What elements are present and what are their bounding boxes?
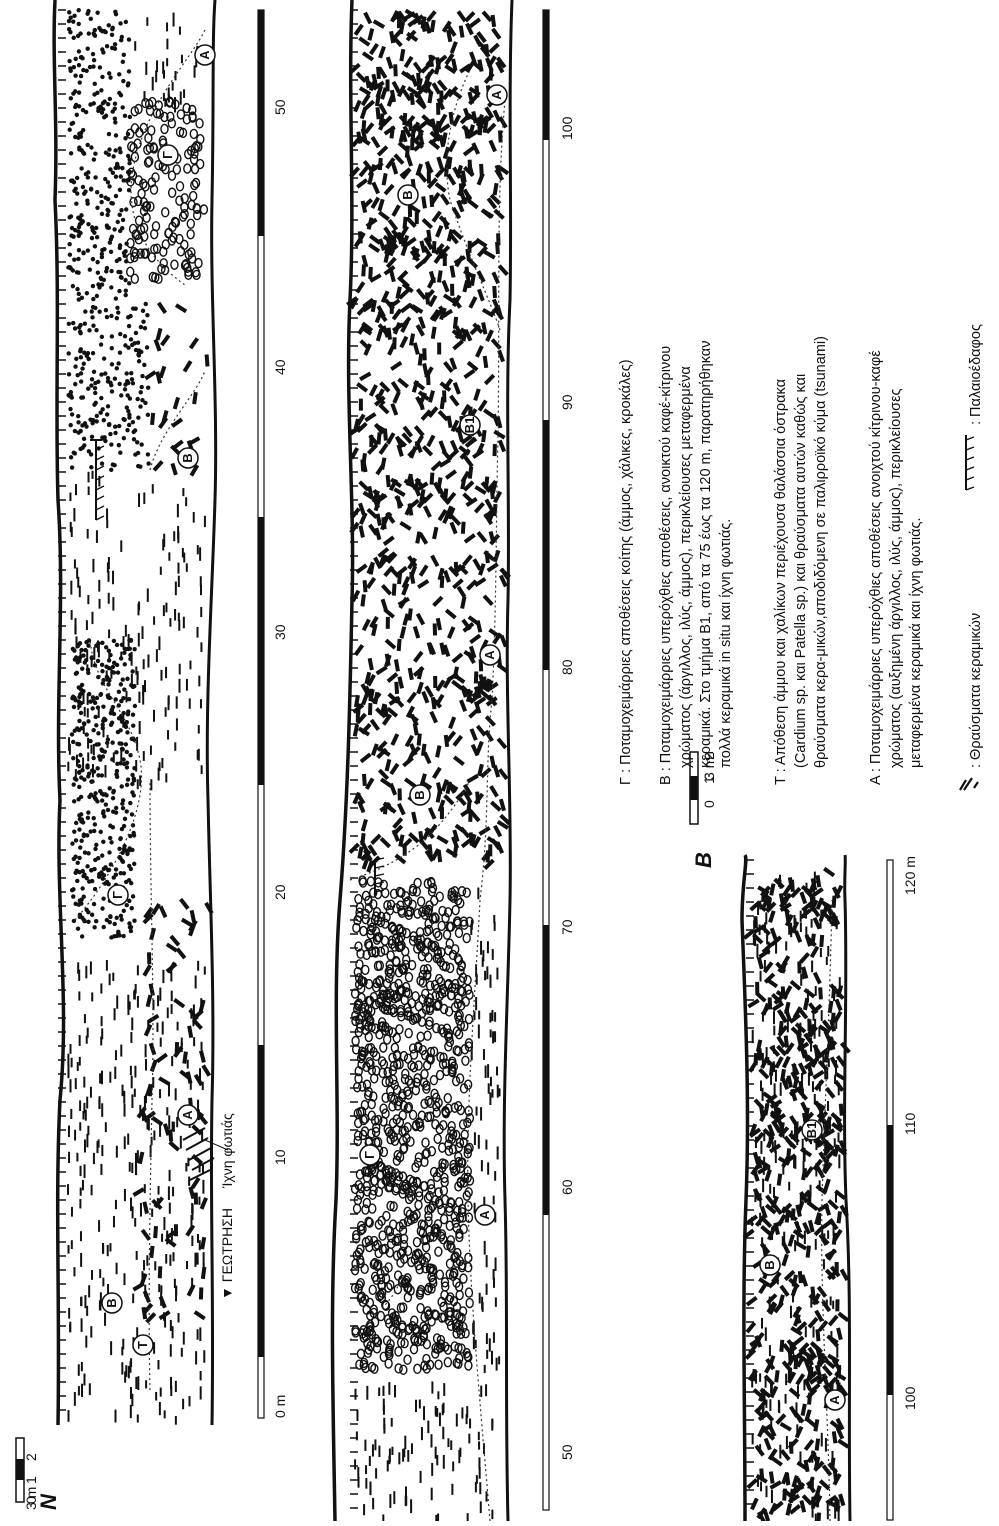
legend: Γ : Ποταμοχειμάρριες αποθέσεις κοίτης (ά…: [618, 324, 984, 790]
vertical-scale-b-tick-0: 0: [701, 800, 717, 808]
distance-scale-0-50-ticks: 0 m 10 20 30 40 50: [272, 99, 288, 1418]
svg-text:Β1: Β1: [804, 1122, 819, 1139]
distance-tick-0: 0 m: [272, 1395, 288, 1418]
distance-scale-100-120-ticks: 100 110 120 m: [902, 856, 918, 1410]
legend-beta-line-2: χρώματος (άργιλλος, ιλύς, άμμος), περικλ…: [678, 366, 694, 768]
distance-tick-40: 40: [272, 359, 288, 375]
svg-text:Α: Α: [477, 1210, 492, 1220]
section-50-100m-top-surface: [332, 0, 352, 1521]
distance-tick-20: 20: [272, 884, 288, 900]
unit-marker-Τ: Τ: [133, 1335, 153, 1355]
unit-marker-Γ: Γ: [360, 1145, 380, 1165]
unit-marker-Γ: Γ: [158, 145, 178, 165]
legend-paleosurface: : Παλαιοέδαφος: [968, 324, 984, 425]
legend-ceramics: : Θραύσματα κεραμικών: [968, 613, 984, 768]
legend-alpha-line-2: χρώματος (αυξημένη άργιλλος, ιλύς, άμμος…: [888, 388, 904, 768]
section-100-120m-fill: [743, 860, 851, 1521]
unit-marker-Β1: Β1: [460, 415, 480, 435]
distance-tick-50: 50: [559, 1444, 575, 1460]
svg-text:Τ: Τ: [135, 1341, 150, 1349]
distance-tick-60: 60: [559, 1179, 575, 1195]
distance-tick-90: 90: [559, 394, 575, 410]
section-50-100m: ΓΑΒΑΒ1ΒΑ 5060708090100: [332, 0, 575, 1521]
unit-marker-Α: Α: [475, 1205, 495, 1225]
svg-text:Γ: Γ: [362, 1151, 377, 1159]
section-0-50m: Ίχνη φωτιάς ▼ ΓΕΩΤΡΗΣΗ Τ Β Α Γ Β Γ Α 0 m 10 20 30…: [54, 0, 288, 1425]
unit-marker-Α: Α: [480, 645, 500, 665]
section-50-100m-boundary-b1: [447, 70, 500, 330]
distance-tick-120: 120 m: [902, 856, 918, 895]
panel-label-b: B: [691, 852, 716, 868]
section-0-50m-fill: [58, 8, 214, 1425]
unit-marker-Β: Β: [398, 185, 418, 205]
unit-marker-Γ: Γ: [108, 885, 128, 905]
distance-scale-100-120: 100 110 120 m: [887, 856, 918, 1520]
svg-text:Α: Α: [180, 1110, 195, 1120]
section-0-50m-top-surface: [54, 0, 63, 1425]
section-0-50m-base: [207, 0, 215, 1425]
svg-text:Β: Β: [180, 453, 195, 462]
distance-scale-50-100-ticks: 50 60 70 80 90 100: [559, 116, 575, 1460]
distance-tick-30: 30: [272, 624, 288, 640]
unit-marker-Β: Β: [178, 448, 198, 468]
legend-tau-line-1: Τ : Απόθεση άμμου και χαλίκων περιέχουσα…: [773, 379, 789, 785]
unit-marker-Β: Β: [102, 1293, 122, 1313]
unit-marker-Β1: Β1: [802, 1120, 822, 1140]
svg-text:Α: Α: [482, 650, 497, 660]
distance-tick-110: 110: [902, 1112, 918, 1135]
svg-text:Γ: Γ: [160, 151, 175, 159]
vertical-scale-top-tick-0: 0: [23, 1496, 39, 1504]
paleosurface-symbol: [90, 440, 104, 520]
section-50-100m-fill: [346, 9, 511, 1521]
vertical-scale-top-tick-1: 1: [23, 1476, 39, 1484]
unit-marker-Α: Α: [487, 85, 507, 105]
svg-text:Α: Α: [197, 50, 212, 60]
section-100-120m-base: [845, 855, 850, 1521]
vertical-scale-b-tick-1: 1: [701, 776, 717, 784]
legend-tau-line-2: (Cardium sp. και Patella sp.) και θραύσμ…: [793, 374, 809, 768]
unit-marker-Β: Β: [760, 1255, 780, 1275]
fire-traces-hatch: [183, 1128, 214, 1180]
unit-marker-Α: Α: [825, 1390, 845, 1410]
section-50-100m-base: [504, 0, 512, 1521]
legend-gamma: Γ : Ποταμοχειμάρριες αποθέσεις κοίτης (ά…: [618, 359, 634, 785]
distance-scale-0-50: 0 m 10 20 30 40 50: [258, 10, 288, 1418]
svg-text:Α: Α: [827, 1395, 842, 1405]
distance-tick-80: 80: [559, 659, 575, 675]
distance-tick-100: 100: [902, 1386, 918, 1410]
svg-text:Β: Β: [412, 790, 427, 799]
unit-marker-Α: Α: [195, 45, 215, 65]
svg-text:Β: Β: [400, 190, 415, 199]
unit-marker-Α: Α: [178, 1105, 198, 1125]
sampling-point-label: ▼ ΓΕΩΤΡΗΣΗ: [219, 1208, 235, 1300]
svg-text:Γ: Γ: [110, 891, 125, 899]
distance-tick-50: 50: [272, 99, 288, 115]
svg-text:Β: Β: [762, 1260, 777, 1269]
legend-beta-line-4: πολλά κεραμικά in situ και ίχνη φωτιάς.: [718, 519, 734, 768]
distance-tick-70: 70: [559, 919, 575, 935]
section-100-120m-top-surface: [742, 855, 747, 1521]
legend-beta-line-1: Β : Ποταμοχειμάρριες υπερόχθιες αποθέσει…: [658, 346, 674, 785]
svg-text:Β: Β: [104, 1298, 119, 1307]
unit-marker-Β: Β: [410, 785, 430, 805]
panel-label-n: N: [36, 1493, 61, 1510]
legend-alpha-line-1: Α : Ποταμοχειμάρριες υπερόχθιες αποθέσει…: [868, 350, 884, 785]
distance-tick-100: 100: [559, 116, 575, 140]
legend-beta-line-3: κεραμικά. Στο τμήμα Β1, από τα 75 έως τα…: [698, 341, 714, 768]
vertical-scale-top: 3 m 2 1 0: [16, 1438, 39, 1510]
legend-tau-line-3: θραύσματα κερα-μικών,αποδιδόμενη σε παλι…: [813, 336, 829, 768]
distance-scale-50-100: 50 60 70 80 90 100: [543, 10, 575, 1510]
legend-alpha-line-3: μεταφερμένα κεραμικά και ίχνη φωτιάς.: [908, 518, 924, 768]
distance-tick-10: 10: [272, 1149, 288, 1165]
paleosurface-legend-symbol: [966, 435, 974, 490]
fire-traces-label: Ίχνη φωτιάς: [219, 1113, 235, 1189]
svg-text:Α: Α: [489, 90, 504, 100]
section-100-120m: Α Β Β1 100 110 120 m: [742, 855, 918, 1521]
vertical-scale-top-tick-2: 2: [23, 1453, 39, 1461]
ceramics-fragment-symbol: [960, 778, 978, 790]
svg-text:Β1: Β1: [462, 417, 477, 434]
